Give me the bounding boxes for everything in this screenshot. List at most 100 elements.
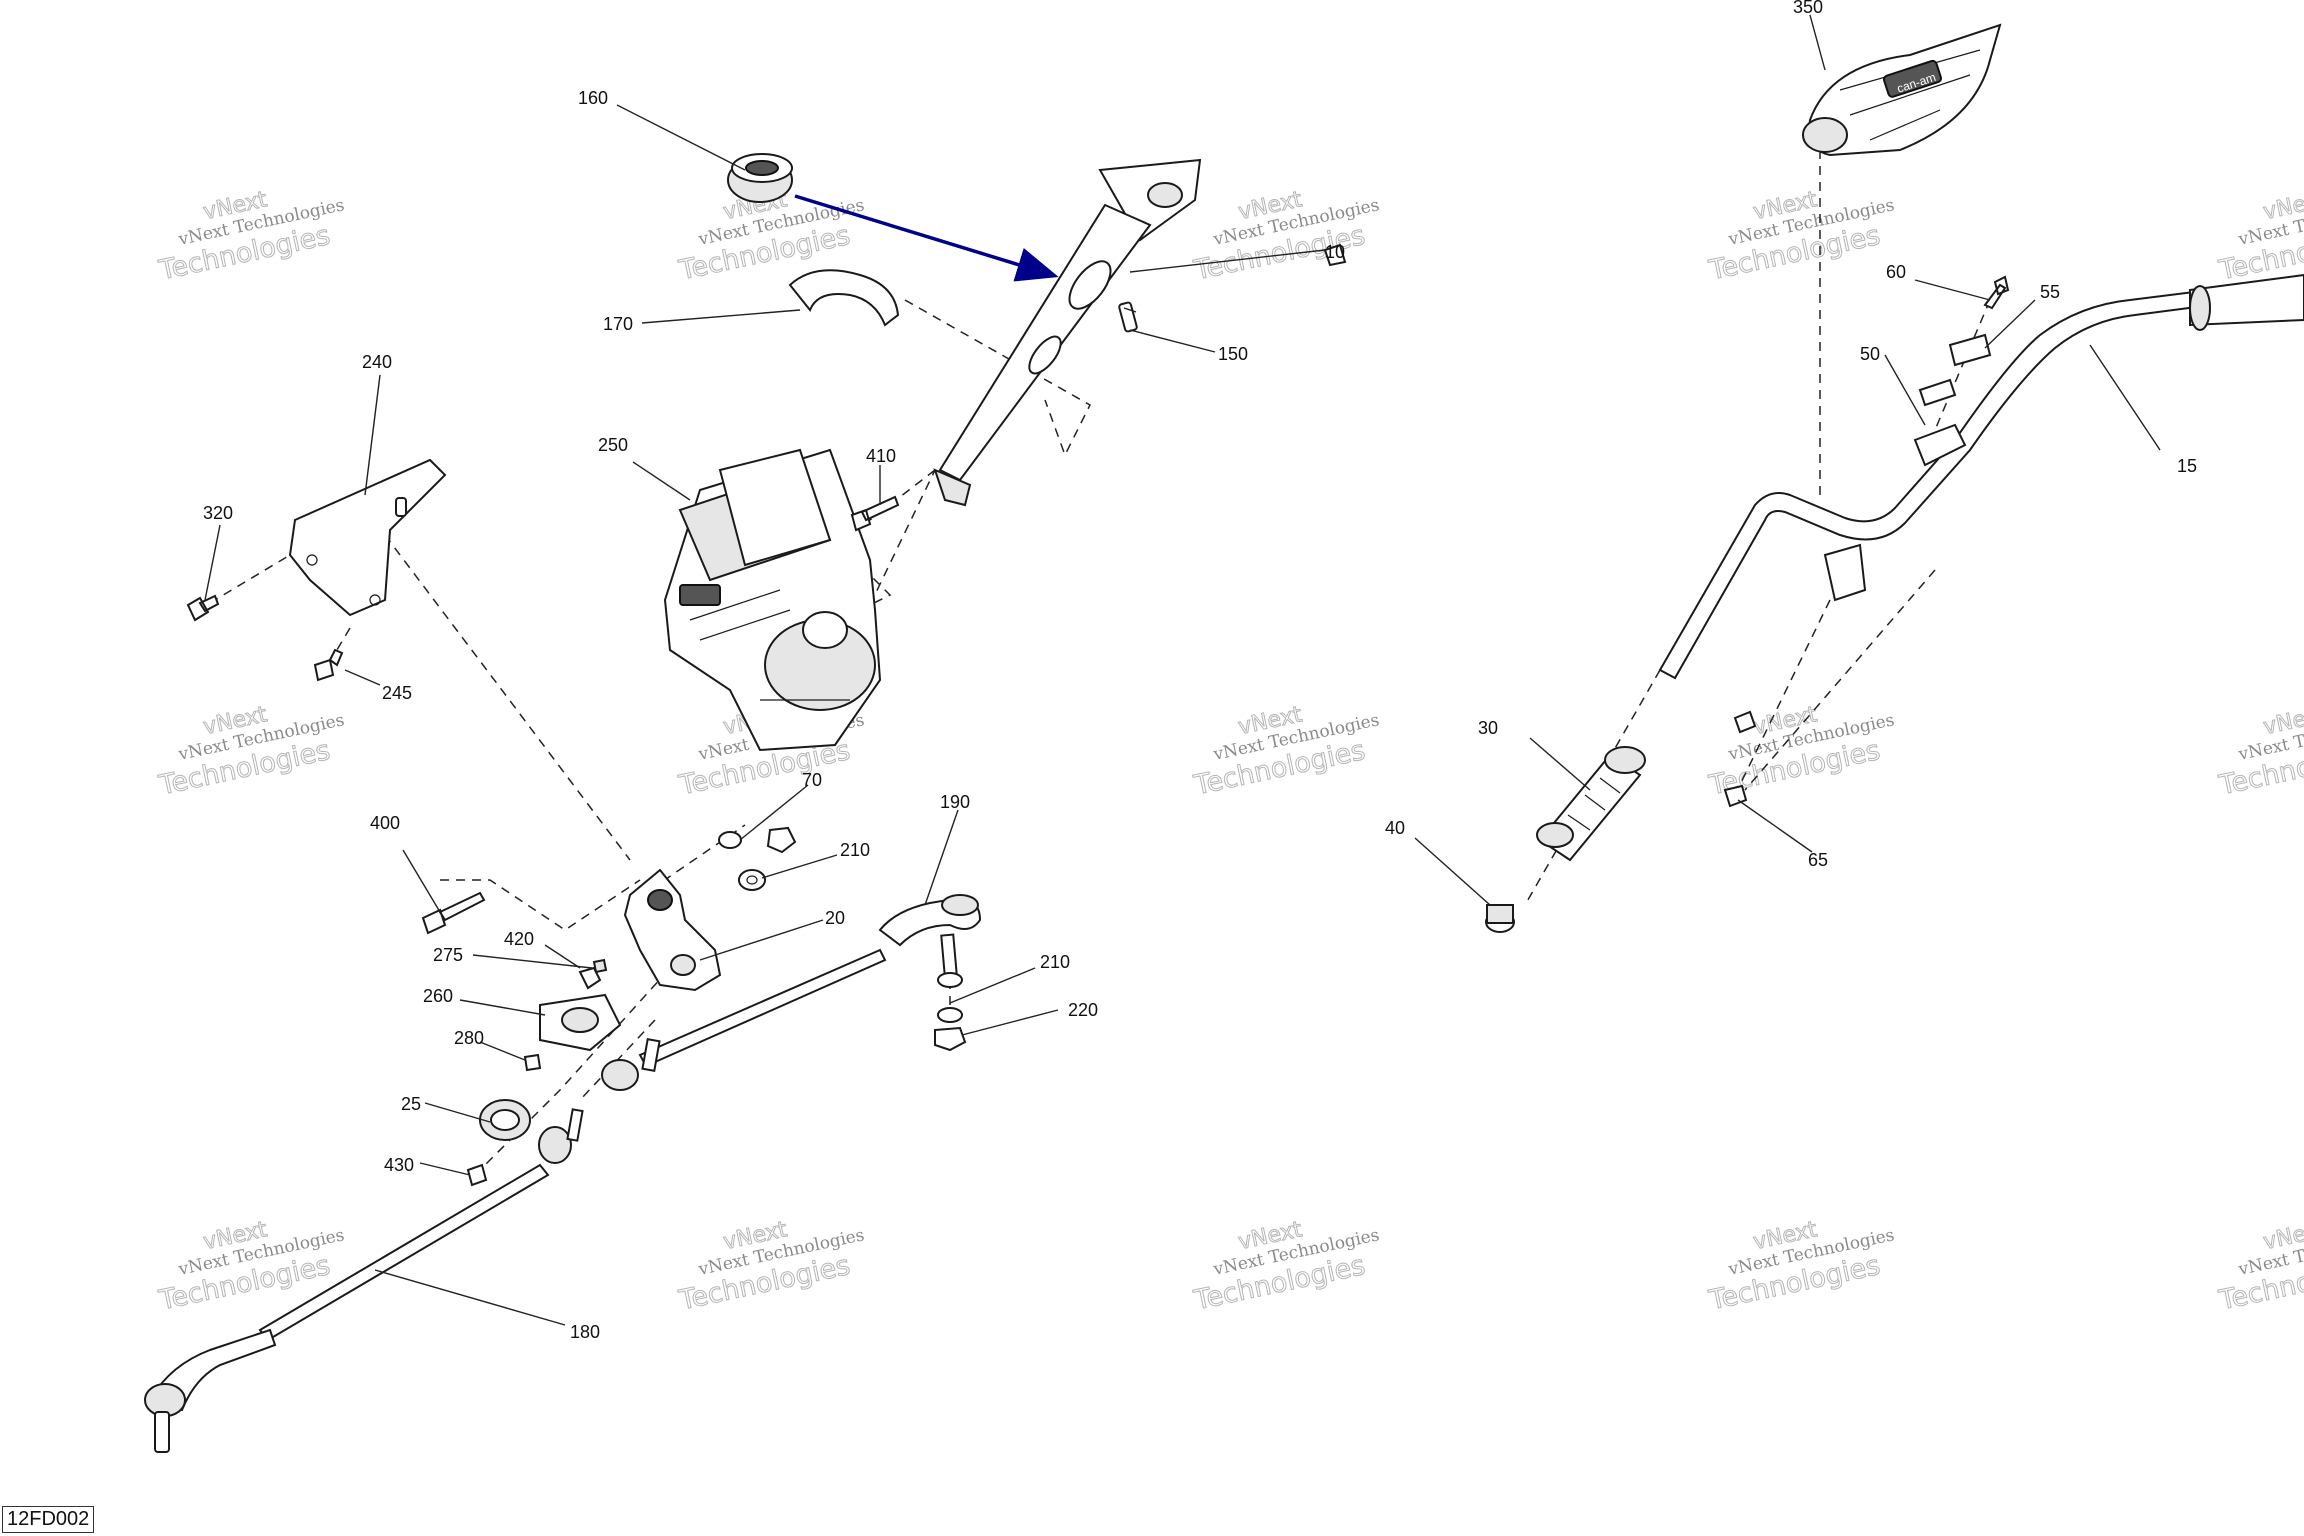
- callout-420: 420: [504, 929, 534, 949]
- assembly-line: [440, 879, 641, 931]
- handlebar-part: [1658, 273, 2304, 680]
- nut-part: [766, 826, 797, 854]
- nut-part: [578, 966, 602, 990]
- bolt-part: [186, 594, 220, 622]
- watermark: vNext vNext Technologies Technologies: [1190, 187, 1381, 287]
- leader-line: [1129, 329, 1216, 353]
- leader-line: [364, 374, 381, 496]
- leader-line: [1809, 14, 1826, 71]
- screw-part: [523, 1053, 542, 1072]
- nut-part: [934, 1026, 967, 1052]
- callout-55: 55: [2040, 282, 2060, 302]
- leader-line: [961, 1009, 1059, 1036]
- callout-65: 65: [1808, 850, 1828, 870]
- bearing-part: [727, 153, 793, 203]
- parts: can-am: [144, 23, 2304, 1453]
- leader-line: [2089, 344, 2161, 451]
- leader-line: [472, 954, 593, 969]
- callout-10: 10: [1325, 242, 1345, 262]
- watermark: vNext vNext Technologies Technologies: [675, 1217, 866, 1317]
- nut-part: [1723, 784, 1748, 808]
- leader-line: [924, 809, 959, 906]
- callout-245: 245: [382, 683, 412, 703]
- leader-line: [632, 461, 691, 501]
- leader-line: [374, 1269, 566, 1326]
- callout-labels: 160 170 10 150 250 410 240 320 245 70 21…: [203, 0, 2197, 1342]
- leader-line: [479, 1041, 526, 1061]
- callout-430: 430: [384, 1155, 414, 1175]
- leader-line: [544, 944, 581, 969]
- tie-rod-part: [144, 1108, 584, 1453]
- callout-240: 240: [362, 352, 392, 372]
- leader-line: [1914, 279, 1991, 301]
- figure-id-label: 12FD002: [2, 1506, 95, 1533]
- callout-30: 30: [1478, 718, 1498, 738]
- watermark: vNext vNext Technologies Technologies: [2215, 187, 2304, 287]
- pitman-arm-part: [623, 868, 722, 992]
- handguard-part: can-am: [1802, 23, 2002, 157]
- nut-part: [592, 958, 608, 974]
- bolt-part: [850, 495, 900, 532]
- washer-part: [718, 831, 742, 849]
- watermark: vNext vNext Technologies Technologies: [1190, 702, 1381, 802]
- bolt-part: [421, 891, 486, 935]
- watermark: vNext vNext Technologies Technologies: [1190, 1217, 1381, 1317]
- clamp-part: [788, 269, 900, 327]
- tie-rod-part: [601, 948, 887, 1091]
- leader-line: [402, 849, 441, 913]
- leader-line: [424, 1102, 491, 1123]
- callout-250: 250: [598, 435, 628, 455]
- handlebar-clamp-part: [1823, 333, 1992, 602]
- watermark: vNext vNext Technologies Technologies: [1705, 187, 1896, 287]
- washer-part: [738, 869, 766, 891]
- tie-rod-end-part: [878, 894, 982, 977]
- flange-part: [539, 993, 622, 1052]
- watermark: vNext vNext Technologies Technologies: [1705, 1217, 1896, 1317]
- callout-275: 275: [433, 945, 463, 965]
- callout-220: 220: [1068, 1000, 1098, 1020]
- callout-15: 15: [2177, 456, 2197, 476]
- callout-20: 20: [825, 908, 845, 928]
- callout-180: 180: [570, 1322, 600, 1342]
- leader-line: [949, 967, 1036, 1004]
- install-direction-arrow: [794, 194, 1059, 282]
- eps-motor-part: [663, 448, 882, 752]
- leader-line: [761, 854, 838, 879]
- leader-line: [739, 784, 809, 841]
- callout-40: 40: [1385, 818, 1405, 838]
- bolt-part: [466, 1163, 488, 1187]
- bolt-part: [313, 648, 344, 682]
- assembly-line: [904, 299, 1091, 457]
- bracket-part: [288, 458, 447, 617]
- leader-line: [1737, 799, 1813, 853]
- washer-part: [937, 972, 963, 988]
- callout-410: 410: [866, 446, 896, 466]
- callout-150: 150: [1218, 344, 1248, 364]
- grip-part: [1536, 746, 1646, 862]
- leader-line: [1884, 354, 1926, 426]
- steering-column-part: [933, 158, 1202, 507]
- leader-line: [699, 919, 824, 961]
- callout-190: 190: [940, 792, 970, 812]
- assembly-line: [384, 534, 631, 861]
- nut-part: [1733, 710, 1757, 734]
- callout-60: 60: [1886, 262, 1906, 282]
- bolt-part: [1118, 301, 1138, 333]
- leader-line: [1984, 299, 2036, 349]
- callout-260: 260: [423, 986, 453, 1006]
- leader-line: [641, 309, 801, 324]
- assembly-line: [1744, 569, 1936, 791]
- watermark: vNext vNext Technologies Technologies: [155, 702, 346, 802]
- bushing-part: [479, 1099, 531, 1141]
- watermark: vNext vNext Technologies Technologies: [2215, 1217, 2304, 1317]
- callout-160: 160: [578, 88, 608, 108]
- watermark: vNext vNext Technologies Technologies: [155, 187, 346, 287]
- callout-210: 210: [840, 840, 870, 860]
- leader-line: [204, 524, 221, 601]
- assembly-line: [1934, 299, 1991, 431]
- leader-line: [1129, 249, 1326, 273]
- leader-line: [1529, 737, 1591, 791]
- bolt-part: [1983, 275, 2010, 310]
- assembly-line: [1734, 599, 1831, 796]
